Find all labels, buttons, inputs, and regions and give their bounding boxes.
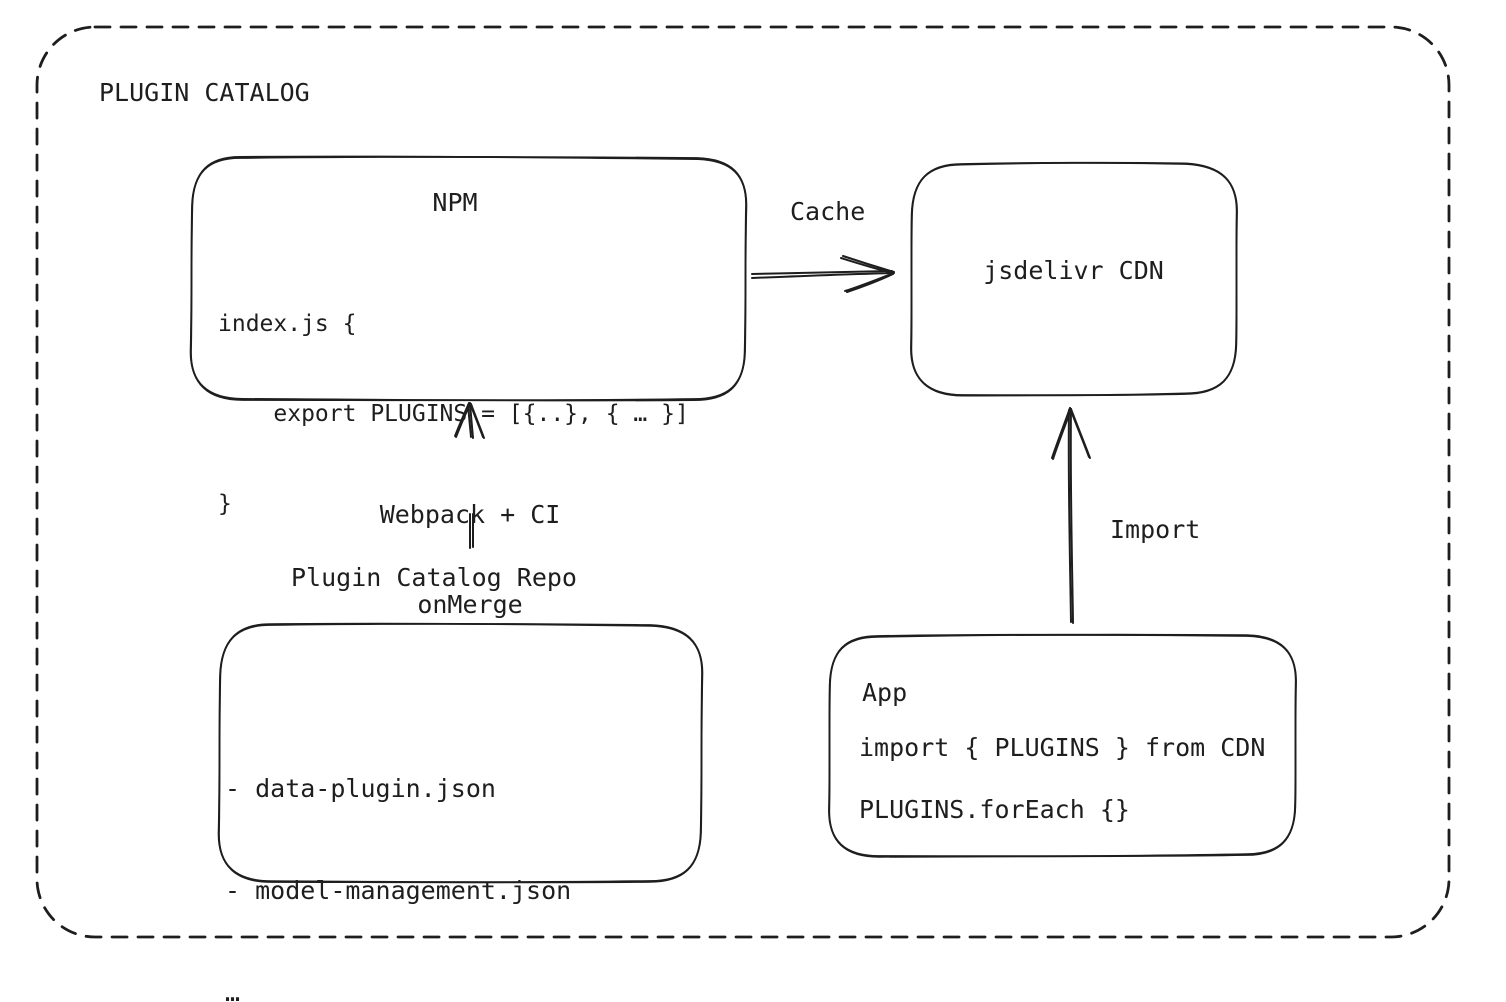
app-box [828, 633, 1297, 858]
cache-arrow-label: Cache [790, 197, 866, 226]
build-arrow-label: Webpack + CI onMerge [330, 440, 610, 680]
npm-code-line-2: export PLUGINS = [{..}, { … }] [218, 401, 689, 427]
repo-box-label: Plugin Catalog Repo [291, 563, 577, 592]
npm-box-title: NPM [432, 188, 478, 217]
npm-box [189, 155, 748, 402]
build-arrow-label-line-1: Webpack + CI [379, 500, 561, 529]
npm-code-block: index.js { export PLUGINS = [{..}, { … }… [218, 249, 689, 579]
repo-file-list: - data-plugin.json - model-management.js… [225, 704, 571, 1002]
npm-code-line-1: index.js { [218, 311, 357, 337]
import-arrow-label: Import [1110, 515, 1201, 544]
app-box-title: App [862, 678, 908, 707]
cache-arrow [751, 255, 895, 293]
npm-code-line-3: } [218, 491, 232, 517]
repo-file-item: - model-management.json [225, 876, 572, 905]
repo-file-item: - data-plugin.json [225, 774, 496, 803]
repo-box [217, 622, 704, 884]
diagram-title: PLUGIN CATALOG [99, 78, 310, 107]
build-arrow-label-line-2: onMerge [417, 590, 523, 619]
build-arrow [454, 402, 485, 549]
cdn-box-label: jsdelivr CDN [983, 256, 1164, 285]
repo-file-item: … [225, 978, 241, 1002]
app-code-line-2: PLUGINS.forEach {} [859, 795, 1130, 824]
import-arrow [1051, 407, 1091, 624]
catalog-boundary-box [35, 25, 1451, 939]
app-code-line-1: import { PLUGINS } from CDN [859, 733, 1266, 762]
cdn-box [910, 161, 1238, 397]
